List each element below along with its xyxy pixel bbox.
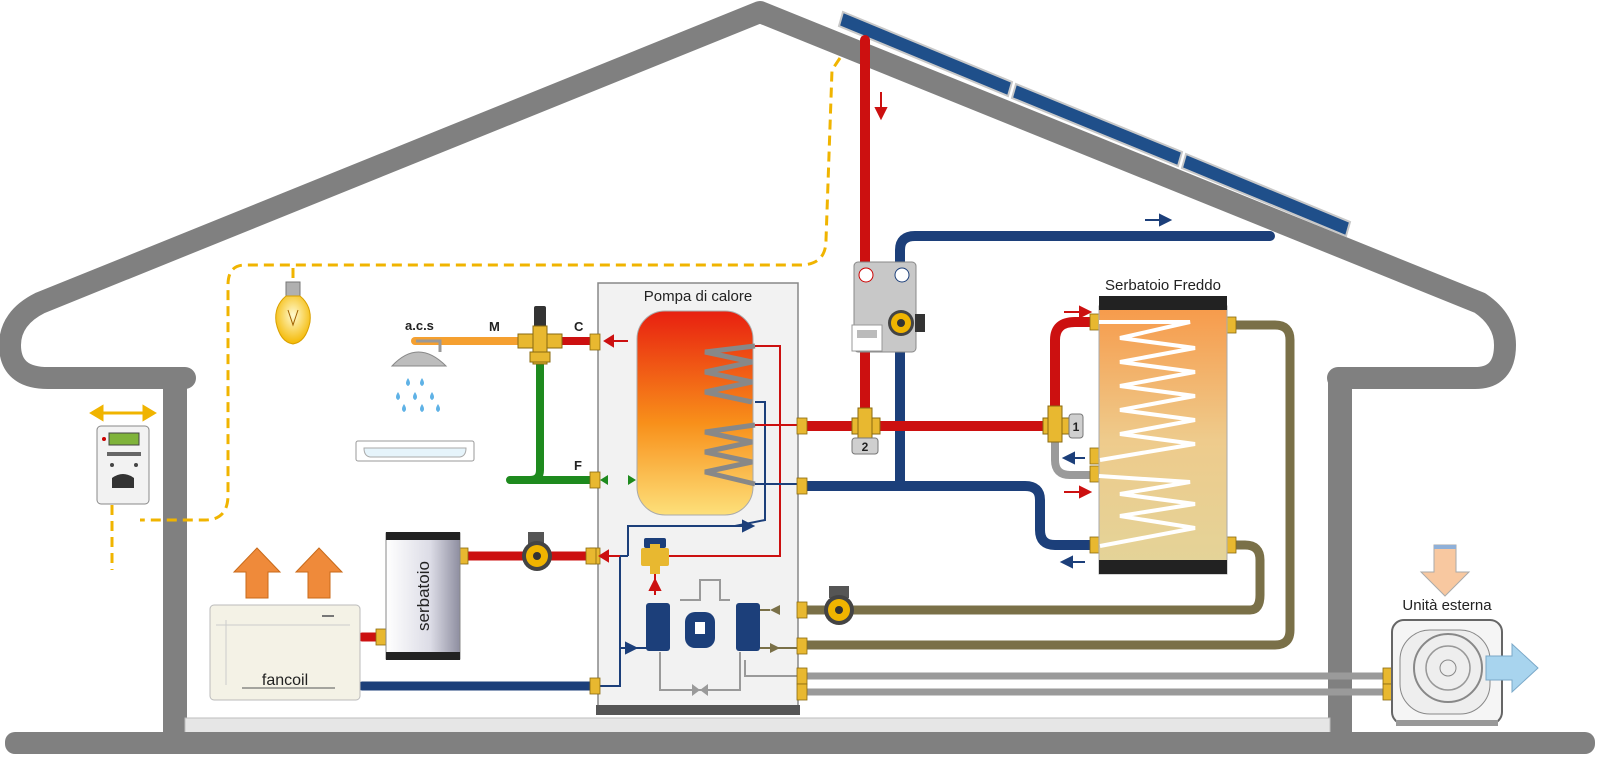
fancoil-label: fancoil [262, 672, 308, 689]
dhw-label: a.c.s [405, 318, 434, 333]
heat-exchanger-left [646, 603, 670, 651]
thermostat-icon [97, 426, 149, 504]
floor [185, 718, 1330, 734]
heat-arrow-icon [234, 548, 342, 598]
outdoor-unit-label: Unità esterna [1402, 597, 1492, 614]
valve-2: 2 [852, 408, 880, 454]
ground [5, 732, 1595, 754]
solar-station [852, 262, 925, 352]
hot-label: C [574, 319, 584, 334]
storage-label: serbatoio [414, 561, 433, 631]
heat-exchanger-right [736, 603, 760, 651]
lightbulb-icon [276, 282, 311, 344]
dhw-tank [637, 311, 753, 515]
pipes [362, 40, 1390, 692]
width-arrow-icon [92, 407, 154, 419]
hot-pipe-to-coldtank [1055, 322, 1095, 420]
dhw-cold-pipe [510, 365, 595, 480]
cold-tank-label: Serbatoio Freddo [1105, 277, 1221, 294]
shower-icon [392, 341, 446, 412]
heat-pump-label: Pompa di calore [644, 288, 752, 305]
storage-tank: serbatoio [386, 532, 460, 660]
solar-panel-icon [839, 12, 1350, 236]
mixed-label: M [489, 319, 500, 334]
valve-1-label: 1 [1073, 420, 1080, 434]
pump-storage [522, 532, 552, 571]
fancoil-unit: fancoil [210, 605, 360, 700]
cold-label: F [574, 458, 582, 473]
mixing-valve [518, 306, 562, 364]
left-wall [163, 375, 187, 735]
valve-1: 1 [1043, 406, 1083, 442]
cold-pipe-to-coldtank [800, 486, 1095, 545]
cold-tank: Serbatoio Freddo [1099, 277, 1227, 574]
bathtub-icon [356, 441, 474, 461]
valve-2-label: 2 [862, 440, 869, 454]
right-wall [1328, 375, 1352, 735]
pump-ground [824, 586, 854, 625]
